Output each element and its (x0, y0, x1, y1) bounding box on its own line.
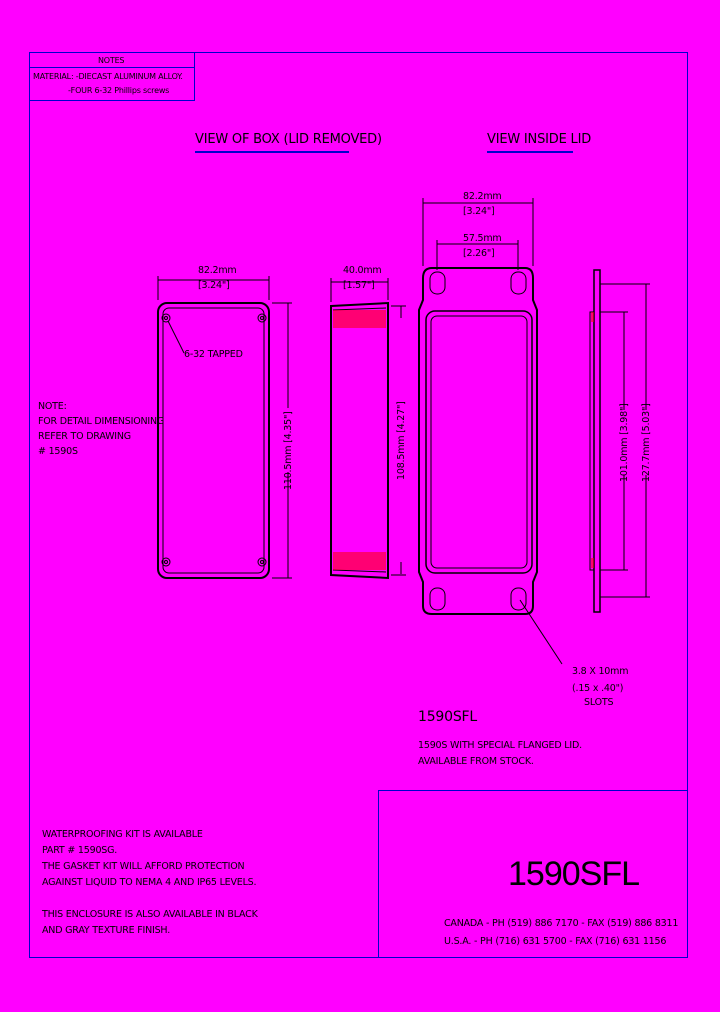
side-note-4: # 1590S (38, 446, 78, 457)
info-line-6: AND GRAY TEXTURE FINISH. (42, 925, 171, 936)
box-width-in: [3.24"] (198, 280, 230, 291)
gasket-accents (333, 310, 594, 570)
lid-outline (418, 267, 538, 615)
side-note-2: FOR DETAIL DIMENSIONING (38, 416, 165, 427)
side-note-1: NOTE: (38, 401, 67, 412)
info-line-1: WATERPROOFING KIT IS AVAILABLE (42, 829, 203, 840)
box-width-mm: 82.2mm (198, 265, 237, 276)
slots-line2: (.15 x .40") (572, 683, 624, 694)
box-side-view (330, 301, 389, 580)
slot-spacing-mm: 57.5mm (463, 233, 502, 244)
info-line-3: THE GASKET KIT WILL AFFORD PROTECTION (42, 861, 245, 872)
part-number: 1590SFL (508, 855, 640, 893)
model-desc-1: 1590S WITH SPECIAL FLANGED LID. (418, 740, 582, 751)
side-height-label: 108.5mm [4.27"] (396, 401, 407, 480)
lid-width-in: [3.24"] (463, 206, 495, 217)
model-desc-2: AVAILABLE FROM STOCK. (418, 756, 534, 767)
notes-screws: -FOUR 6-32 Phillips screws (68, 86, 170, 95)
notes-box (29, 52, 195, 101)
contact-usa: U.S.A. - PH (716) 631 5700 - FAX (716) 6… (444, 936, 667, 947)
slot-spacing-in: [2.26"] (463, 248, 495, 259)
drawing-frame (29, 52, 688, 958)
title-block (378, 790, 688, 958)
notes-heading: NOTES (98, 56, 125, 65)
view-lid-title: VIEW INSIDE LID (487, 132, 592, 147)
info-line-2: PART # 1590SG. (42, 845, 118, 856)
lid-outer-height: 127.7mm [5.03"] (641, 403, 652, 482)
contact-canada: CANADA - PH (519) 886 7170 - FAX (519) 8… (444, 918, 679, 929)
notes-material: MATERIAL: -DIECAST ALUMINUM ALLOY. (33, 72, 183, 81)
info-line-5: THIS ENCLOSURE IS ALSO AVAILABLE IN BLAC… (42, 909, 258, 920)
view-box-underline (195, 151, 349, 153)
tapped-label: 6-32 TAPPED (184, 349, 243, 360)
box-depth-mm: 40.0mm (343, 265, 382, 276)
box-outline (157, 302, 270, 579)
slots-line1: 3.8 X 10mm (572, 666, 629, 677)
slots-line3: SLOTS (584, 697, 614, 708)
lid-inner-height: 101.0mm [3.98"] (619, 403, 630, 482)
model-small-title: 1590SFL (418, 709, 477, 725)
box-height-label: 110.5mm [4.35"] (283, 411, 294, 490)
info-line-4: AGAINST LIQUID TO NEMA 4 AND IP65 LEVELS… (42, 877, 257, 888)
view-box-title: VIEW OF BOX (LID REMOVED) (195, 132, 382, 147)
side-note-3: REFER TO DRAWING (38, 431, 131, 442)
box-depth-in: [1.57"] (343, 280, 375, 291)
view-lid-underline (487, 151, 573, 153)
notes-header (29, 52, 195, 68)
lid-width-mm: 82.2mm (463, 191, 502, 202)
